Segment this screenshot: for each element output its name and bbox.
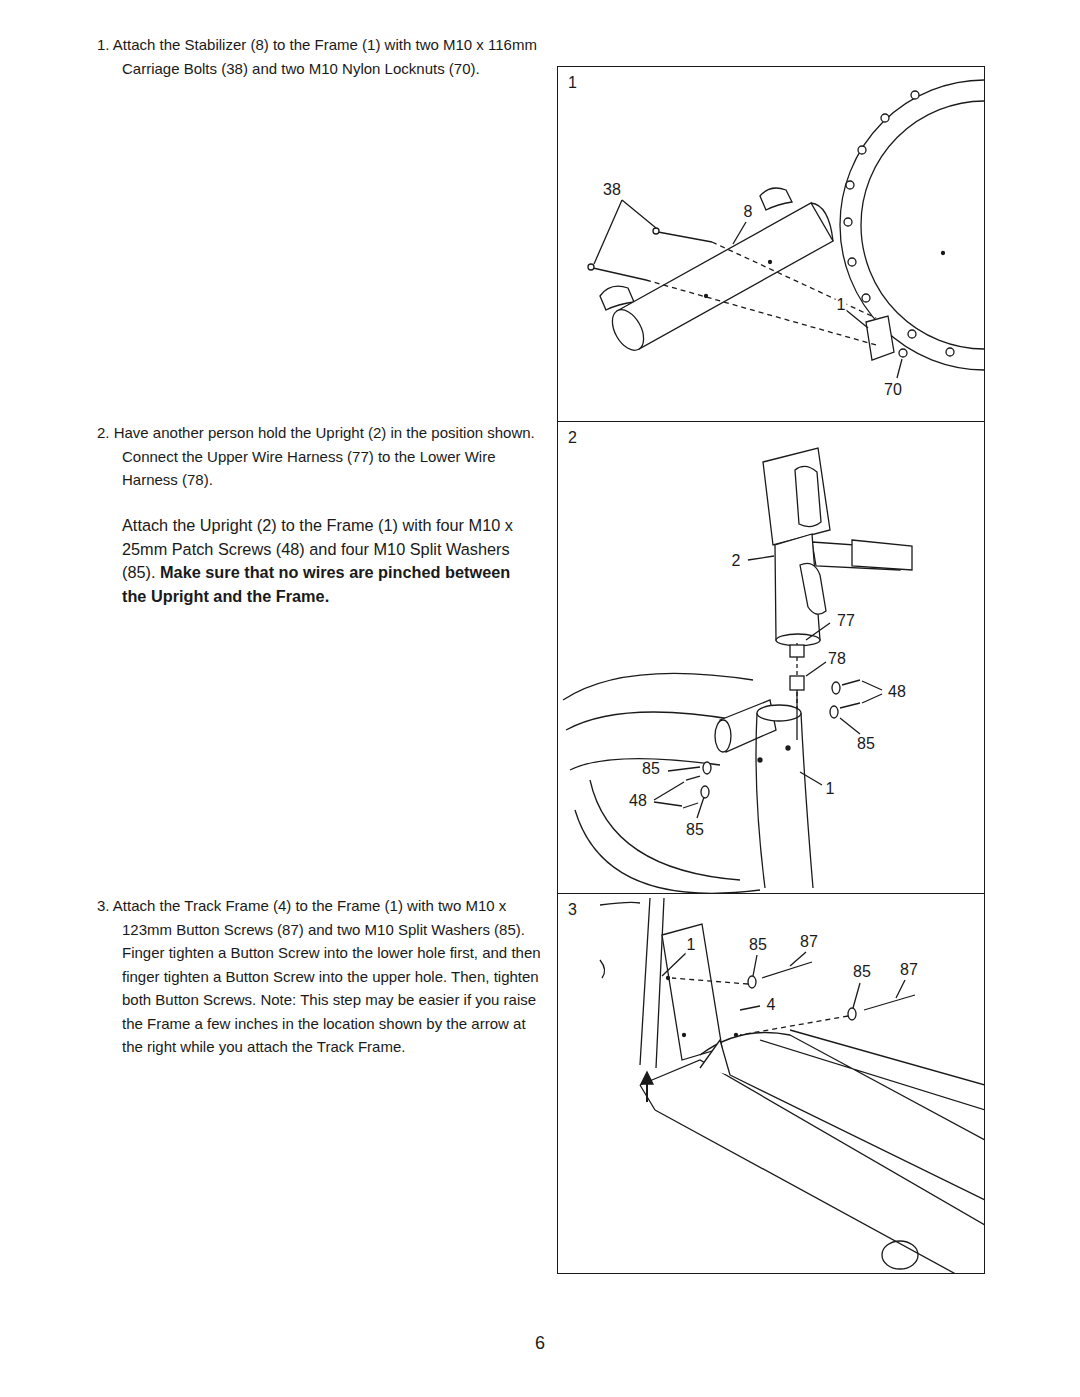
callout-number: 78	[827, 650, 847, 668]
step-number: 2	[568, 429, 577, 447]
callout-number: 48	[887, 683, 907, 701]
callout-number: 87	[899, 961, 919, 979]
track-frame-illustration	[600, 898, 984, 1273]
callout-number: 85	[856, 735, 876, 753]
callout-number: 8	[743, 203, 754, 221]
callout-number: 85	[748, 936, 768, 954]
callout-number: 85	[852, 963, 872, 981]
instruction-paragraph: 3. Attach the Track Frame (4) to the Fra…	[97, 894, 547, 1059]
step-number: 3	[568, 901, 577, 919]
callout-number: 48	[628, 792, 648, 810]
callout-number: 38	[602, 181, 622, 199]
instruction-text: 1. Attach the Stabilizer (8) to the Fram…	[97, 36, 537, 77]
instruction-text: 2. Have another person hold the Upright …	[97, 424, 535, 488]
callout-number: 87	[799, 933, 819, 951]
step-number: 1	[568, 74, 577, 92]
callout-number: 70	[883, 381, 903, 399]
callout-number: 1	[825, 780, 836, 798]
callout-number: 2	[731, 552, 742, 570]
instruction-paragraph: Attach the Upright (2) to the Frame (1) …	[122, 514, 522, 608]
step-panel: 2	[557, 421, 985, 894]
step-panel: 1	[557, 66, 985, 422]
instruction-paragraph: 1. Attach the Stabilizer (8) to the Fram…	[97, 33, 547, 80]
page-number: 6	[535, 1333, 545, 1353]
callout-number: 1	[686, 936, 697, 954]
callout-number: 1	[836, 296, 847, 314]
step-panel: 3	[557, 893, 985, 1274]
callout-number: 77	[836, 612, 856, 630]
instruction-paragraph: 2. Have another person hold the Upright …	[97, 421, 547, 492]
callout-number: 85	[685, 821, 705, 839]
instruction-text: 3. Attach the Track Frame (4) to the Fra…	[97, 897, 541, 1055]
upright-illustration	[563, 448, 912, 893]
stabilizer-illustration	[588, 80, 984, 378]
callout-number: 4	[766, 996, 777, 1014]
callout-number: 85	[641, 760, 661, 778]
instruction-text: Make sure that no wires are pinched betw…	[122, 563, 510, 605]
